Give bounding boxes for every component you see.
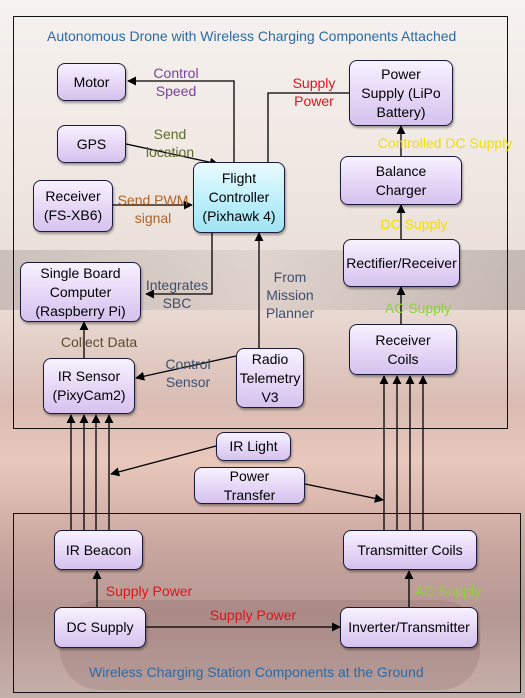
receiver-box: Receiver (FS-XB6): [33, 180, 113, 232]
inverter-transmitter-box: Inverter/Transmitter: [340, 607, 478, 648]
label-integrates-sbc: Integrates SBC: [145, 277, 209, 311]
motor-box: Motor: [57, 63, 126, 101]
ir-beacon-box: IR Beacon: [54, 530, 143, 570]
label-control-sensor: Control Sensor: [165, 356, 211, 390]
power-supply-box: Power Supply (LiPo Battery): [349, 60, 453, 126]
sbc-box: Single Board Computer (Raspberry Pi): [20, 262, 141, 322]
ground-section-title: Wireless Charging Station Components at …: [89, 664, 424, 680]
transmitter-coils-box: Transmitter Coils: [343, 530, 477, 570]
flight-controller-box: Flight Controller (Pixhawk 4): [193, 162, 285, 233]
label-supply-power-ground: Supply Power: [209, 607, 297, 623]
ground-frame: [13, 513, 521, 693]
drone-frame: [13, 16, 508, 429]
label-control-speed: Control Speed: [153, 65, 199, 99]
ir-light-box: IR Light: [216, 432, 291, 461]
dc-supply-box: DC Supply: [54, 607, 146, 648]
label-ac-supply-drone: AC Supply: [384, 300, 452, 316]
label-dc-supply: DC Supply: [380, 216, 448, 232]
receiver-coils-box: Receiver Coils: [349, 324, 457, 375]
radio-telemetry-box: Radio Telemetry V3: [236, 348, 304, 408]
drone-section-title: Autonomous Drone with Wireless Charging …: [47, 28, 457, 44]
power-transfer-box: Power Transfer: [194, 467, 305, 504]
balance-charger-box: Balance Charger: [340, 156, 462, 205]
label-from-mission-planner: From Mission Planner: [265, 269, 315, 321]
gps-box: GPS: [57, 125, 126, 163]
label-supply-power-battery: Supply Power: [292, 75, 336, 109]
label-controlled-dc-supply: Controlled DC Supply: [377, 135, 513, 151]
label-ac-supply-ground: AC Supply: [414, 583, 482, 599]
ir-sensor-box: IR Sensor (PixyCam2): [43, 358, 135, 414]
label-send-pwm: Send PWM signal: [117, 192, 189, 226]
label-collect-data: Collect Data: [60, 334, 138, 350]
label-supply-power-beacon: Supply Power: [105, 583, 193, 599]
rectifier-receiver-box: Rectifier/Receiver: [343, 239, 460, 287]
label-send-location: Send location: [145, 126, 195, 160]
